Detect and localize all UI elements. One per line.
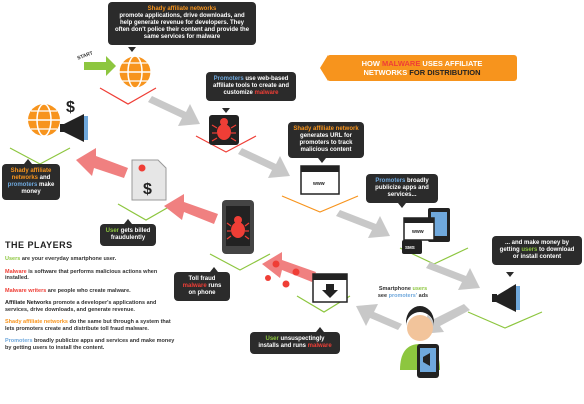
dollar-icon: $ <box>143 181 152 198</box>
bubble-tail <box>222 108 230 113</box>
bubble-tail <box>316 327 324 332</box>
user-term: User <box>265 336 279 342</box>
shady-network-term: Shady affiliate network <box>293 126 359 132</box>
malware-term: malware <box>307 343 332 349</box>
user-installs-bubble: User unsuspectingly installs and runs ma… <box>250 332 340 354</box>
globe-icon <box>28 103 60 137</box>
promoters-term: promoters <box>7 182 38 188</box>
bubble-text: make money <box>21 182 55 195</box>
player-item-malware-writers: Malware writers are people who create ma… <box>5 288 175 295</box>
player-description: is software that performs malicious acti… <box>5 268 158 282</box>
bubble-text: ... and make money by getting <box>499 240 570 253</box>
player-item-shady-networks: Shady affiliate networks do the same but… <box>5 319 175 332</box>
player-description: are your everyday smartphone user. <box>20 256 117 262</box>
bubble-text: use web-based affiliate tools to create … <box>212 76 290 96</box>
player-term: Malware <box>5 268 27 275</box>
bubble-text: to download or install content <box>512 247 575 260</box>
player-term: Malware writers <box>5 287 47 294</box>
make-money-bubble: ... and make money by getting users to d… <box>492 236 582 265</box>
promoters-term: Promoters <box>375 178 406 184</box>
toll-fraud-bubble: Toll fraud malware runs on phone <box>174 272 230 301</box>
user-term: User <box>105 228 119 234</box>
bubble-tail <box>24 159 32 164</box>
promoters-term: promoters' <box>388 292 418 299</box>
infographic-title: HOW MALWARE USES AFFILIATE NETWORKS FOR … <box>327 55 517 81</box>
bubble-tail <box>124 219 132 224</box>
bubble-text: and <box>38 175 51 181</box>
www-label: www <box>412 229 424 235</box>
player-term: Shady affiliate networks <box>5 319 68 325</box>
bubble-text: generates URL for promoters to track mal… <box>299 133 353 153</box>
dollar-icon: $ <box>66 99 75 116</box>
users-term: users <box>521 247 538 253</box>
player-description: broadly publicize apps and services and … <box>5 338 175 351</box>
shady-network-term: Shady affiliate networks <box>10 168 52 181</box>
player-term: Affiliate Networks <box>5 300 52 306</box>
title-banner-notch <box>320 55 328 81</box>
sms-label: SMS <box>405 245 415 250</box>
malware-bug-icon <box>209 115 239 145</box>
shady-money-bubble: Shady affiliate networks and promoters m… <box>2 164 60 200</box>
user-billed-bubble: User gets billed fraudulently <box>100 224 156 246</box>
phone-malware-icon <box>222 200 254 254</box>
player-term: Promoters <box>5 338 33 344</box>
promoters-term: Promoters <box>213 76 244 82</box>
smartphone-caption: Smartphone users see promoters' ads <box>368 286 438 299</box>
bubble-text: runs on phone <box>188 283 222 296</box>
red-flow-arrows <box>76 148 316 282</box>
players-legend: THE PLAYERS Users are your everyday smar… <box>5 240 175 357</box>
bubble-tail <box>128 47 136 52</box>
title-text: NETWORKS <box>363 68 410 77</box>
bubble-text: promote applications, drive downloads, a… <box>114 13 250 40</box>
title-malware-term: MALWARE <box>381 59 421 68</box>
bubble-tail <box>398 203 406 208</box>
download-window-icon <box>312 273 348 303</box>
bubble-text: unsuspectingly installs and runs <box>258 336 325 349</box>
player-item-users: Users are your everyday smartphone user. <box>5 256 175 263</box>
malware-term: malware <box>254 90 279 96</box>
caption-text: Smartphone <box>378 286 413 292</box>
title-text: HOW <box>361 59 382 68</box>
bubble-tail <box>318 158 326 163</box>
caption-text: ads <box>417 292 429 299</box>
users-term: users <box>412 286 428 292</box>
megaphone-icon <box>60 114 88 142</box>
globe-icon <box>118 55 152 89</box>
start-arrow <box>84 56 116 76</box>
bubble-tail <box>210 267 218 272</box>
players-heading: THE PLAYERS <box>5 240 73 250</box>
player-item-malware: Malware is software that performs malici… <box>5 269 175 282</box>
bubble-text: Toll fraud <box>188 276 216 282</box>
player-description: promote a developer's applications and s… <box>5 300 157 313</box>
bill-document-icon <box>131 159 167 201</box>
player-description: do the same but through a system that le… <box>5 319 171 332</box>
bubble-text: gets billed fraudulently <box>110 228 151 241</box>
player-item-promoters: Promoters broadly publicize apps and ser… <box>5 338 175 351</box>
bug-swarm-icon <box>265 260 300 288</box>
user-person-icon <box>400 306 440 378</box>
caption-text: see <box>377 292 389 299</box>
devices-icon <box>402 208 450 254</box>
shady-network-term: Shady affiliate networks <box>147 6 217 12</box>
player-item-affiliate-networks: Affiliate Networks promote a developer's… <box>5 300 175 313</box>
gray-flow-arrows <box>148 96 480 334</box>
bubble-text: broadly publicize apps and services... <box>375 178 429 198</box>
promoters-tools-bubble: Promoters use web-based affiliate tools … <box>206 72 296 101</box>
chevron-underlines <box>9 87 543 329</box>
promoters-publicize-bubble: Promoters broadly publicize apps and ser… <box>366 174 438 203</box>
malware-term: malware <box>182 283 207 289</box>
shady-url-bubble: Shady affiliate network generates URL fo… <box>288 122 364 158</box>
megaphone-icon <box>492 284 520 312</box>
player-term: Users <box>5 256 21 262</box>
browser-window-icon <box>300 165 340 195</box>
www-label: www <box>313 181 325 187</box>
title-distribution-term: FOR DISTRIBUTION <box>409 68 481 77</box>
title-text: USES AFFILIATE <box>420 59 483 68</box>
shady-network-bubble: Shady affiliate networks promote applica… <box>108 2 256 45</box>
player-description: are people who create malware. <box>46 287 131 294</box>
bubble-tail <box>506 272 514 277</box>
